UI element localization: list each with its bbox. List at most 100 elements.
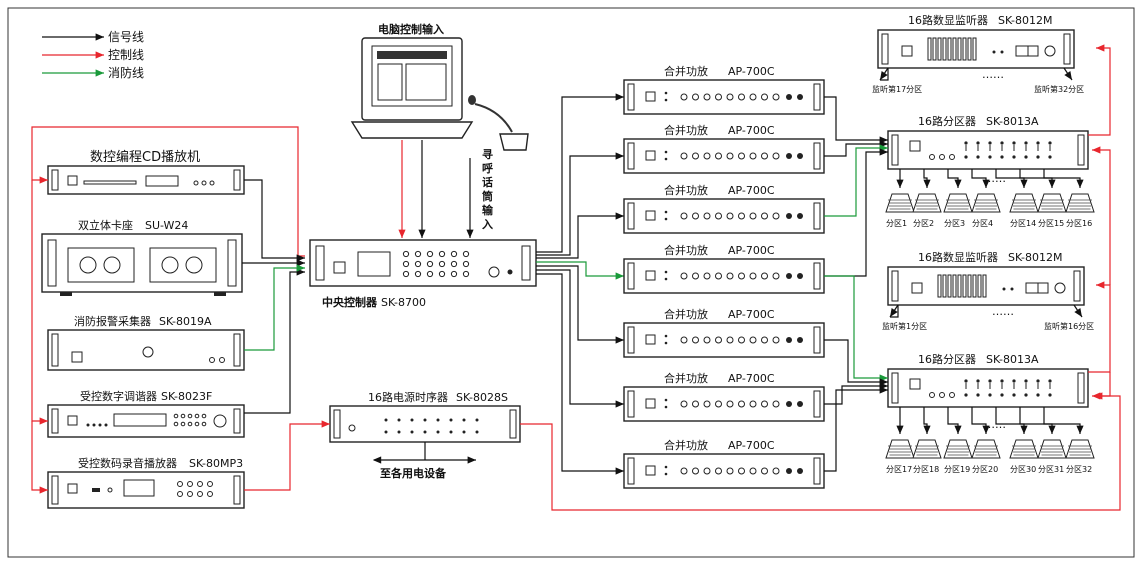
cd-power-button [67,175,78,186]
tuner-key [180,413,186,419]
tuner-led [92,423,96,427]
amp-knob [761,272,768,280]
speaker-wire [1043,169,1084,188]
mic-label-char: 筒 [482,189,493,203]
tape-ear-left [47,239,57,287]
controller-led [507,269,513,275]
mp3-keypad [177,481,213,497]
mp3-jack [107,487,113,493]
cd-button [201,180,207,186]
amp-knob-dark [786,401,792,407]
fire-power-button [71,351,83,363]
amp-knob [680,336,688,344]
zone-led [1036,155,1040,159]
controller-key [402,250,410,258]
amp-knob-dark [786,153,792,159]
tape-foot [214,292,226,296]
monitor-switch [1015,45,1029,57]
cd-ear-right [233,169,241,191]
zone-knob [949,392,955,398]
amp-led [664,98,668,102]
amp-knob [703,400,711,408]
monitor-bar [952,274,957,298]
amp-chassis [623,258,825,294]
speaker-分区18: 分区18 [912,407,942,474]
speaker-label: 分区18 [913,465,939,474]
sequencer-led [436,430,440,434]
tape-deck-a [67,247,135,283]
monitor-bar [972,37,977,61]
amp-knob [726,212,734,220]
controller-key [426,250,434,258]
legend-signal-label: 信号线 [108,30,144,44]
amp-knob [772,93,780,101]
amp-knob [772,272,780,280]
monitor-out-right-arrow [1073,304,1083,318]
zone-led [964,141,968,145]
monitor-bar [937,274,942,298]
tuner-key [201,413,207,419]
monitor-bar [947,274,952,298]
controller-key [438,270,446,278]
legend-fire-label: 消防线 [108,65,144,80]
amp-knob [703,467,711,475]
controller-key [402,260,410,268]
monitor-out-left-arrow [879,67,889,81]
sequencer-led [384,430,388,434]
amp-knob [738,336,745,344]
speaker-wire [995,407,1028,434]
control-wire-monitor1 [1088,44,1111,136]
monitor-bar [962,274,967,298]
sequencer-led [462,418,466,422]
controller-power-button [333,261,346,274]
mic-base [499,133,529,151]
control-wire-sequencer-zone [520,392,1121,511]
monitor-left-label: 监听第17分区 [872,84,922,94]
zone-led [1024,141,1028,145]
monitor-out-left [880,68,889,81]
zone-led [1000,155,1004,159]
monitor-bar [957,274,962,298]
sequencer-chassis [329,405,521,443]
cd-tray [83,180,137,185]
paging-microphone: 寻呼话筒输入 [468,95,529,231]
zone-led [1012,155,1016,159]
tuner-key [201,421,207,427]
speaker-wire [1019,169,1056,188]
monitor-out-left-arrow [889,304,899,318]
zone-led [1000,379,1004,383]
zone-knob [939,154,945,160]
amp-ear-left [627,390,635,418]
speaker-label: 分区16 [1066,219,1092,228]
amp-knob [680,152,688,160]
tape-ear-right [227,239,237,287]
amp-power-button [645,91,656,102]
monitor-right-label: 监听第16分区 [1044,321,1094,331]
zone-led [976,141,980,145]
amp-ear-left [627,326,635,354]
monitor-bar [937,37,942,61]
amp-knob-dark [797,273,803,279]
zone-power-button [909,378,921,390]
amp-knob [680,93,688,101]
amp-knob-dark [797,468,803,474]
amp-knob [738,93,745,101]
amp-knob [692,152,699,160]
amp-knob-dark [797,337,803,343]
zone-led [1012,393,1016,397]
zone-led [964,393,968,397]
monitor-bar [942,37,947,61]
amp-to-zone-wire [824,144,888,217]
amp-input-wire [536,93,624,253]
